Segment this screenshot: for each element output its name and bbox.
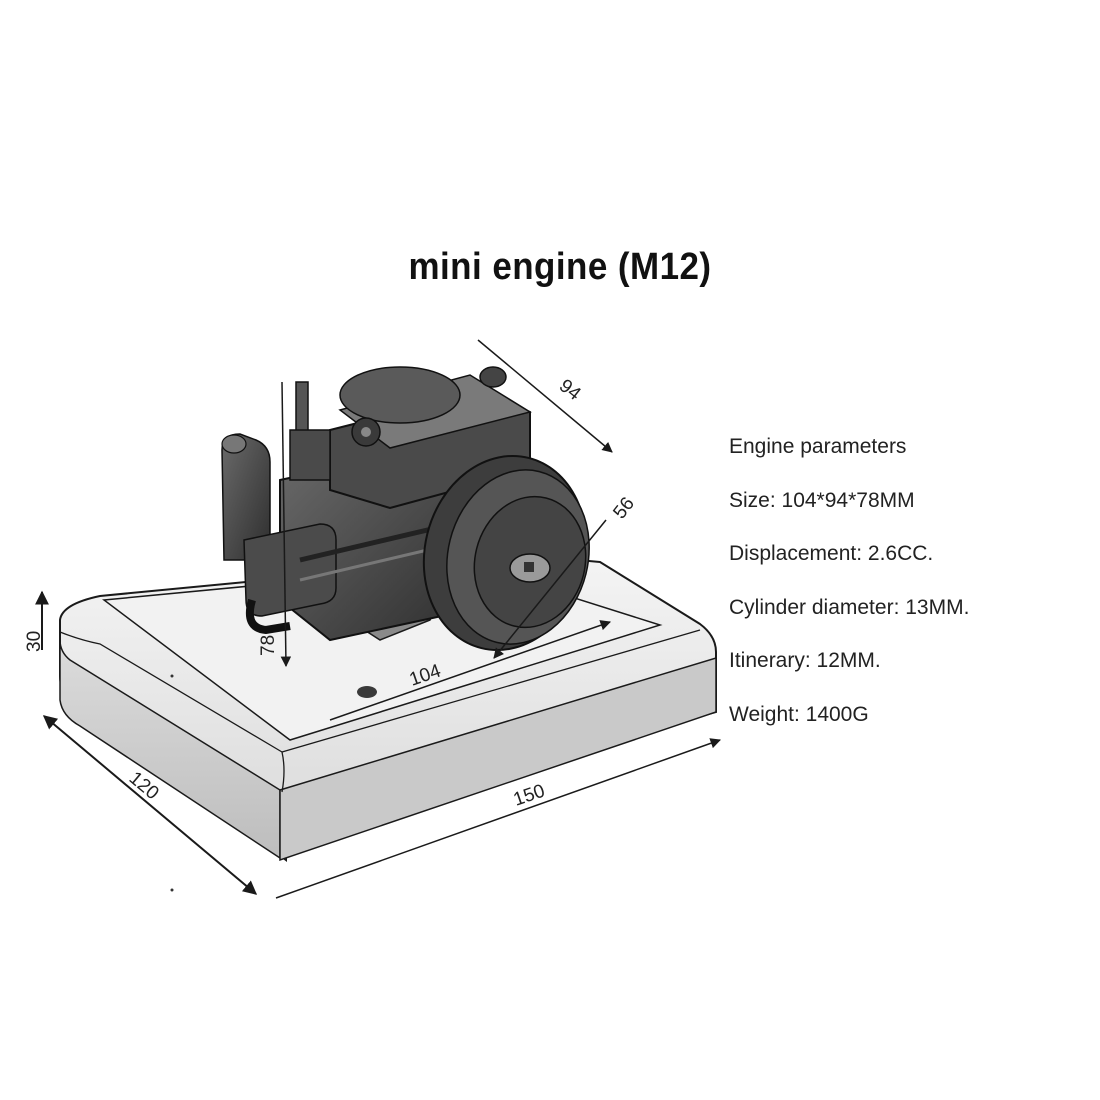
engine-model	[221, 366, 590, 652]
dimension-lines	[35, 339, 721, 899]
parameters-heading: Engine parameters	[729, 435, 907, 458]
dim-label-flywheel: 56	[609, 493, 639, 523]
param-displacement: Displacement: 2.6CC.	[729, 542, 934, 565]
param-weight: Weight: 1400G	[729, 702, 869, 726]
param-cylinder-diameter: Cylinder diameter: 13MM.	[729, 595, 970, 619]
dim-label-base-height: 30	[24, 631, 45, 652]
dim-label-base-width: 150	[511, 781, 548, 811]
engine-parameters-panel: Engine parameters Size: 104*94*78MM Disp…	[729, 432, 1089, 753]
page-title: mini engine (M12)	[408, 246, 712, 288]
dim-label-engine-height: 78	[258, 635, 279, 656]
dim-label-engine-depth: 94	[555, 375, 585, 405]
param-itinerary: Itinerary: 12MM.	[729, 649, 881, 672]
param-size: Size: 104*94*78MM	[729, 488, 915, 512]
